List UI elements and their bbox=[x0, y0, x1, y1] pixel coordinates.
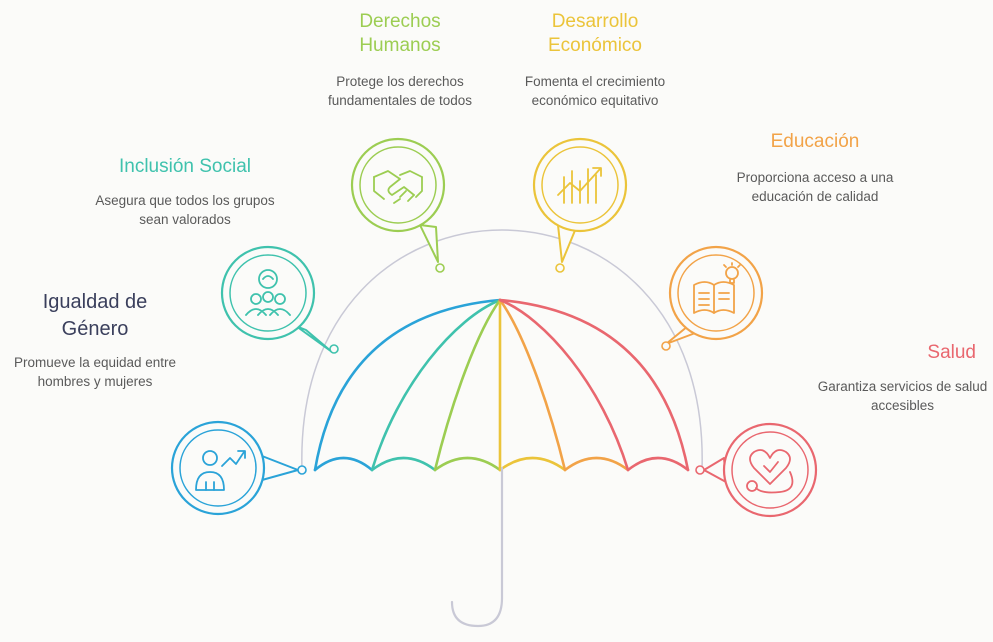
label-derechos: Derechos Humanos Protege los derechos fu… bbox=[300, 10, 500, 110]
node-circle bbox=[220, 245, 316, 341]
node-inner-circle bbox=[731, 431, 809, 509]
title-desarrollo: Desarrollo Económico bbox=[548, 11, 642, 56]
connector-dot bbox=[555, 263, 565, 273]
connector-arc bbox=[301, 229, 703, 471]
node-tail bbox=[295, 325, 333, 353]
desc-educacion: Proporciona acceso a una educación de ca… bbox=[736, 170, 894, 204]
umbrella bbox=[313, 298, 690, 628]
node-igualdad bbox=[170, 420, 307, 516]
label-educacion: Educación Proporciona acceso a una educa… bbox=[715, 130, 915, 206]
node-salud bbox=[695, 422, 818, 518]
community-group-icon bbox=[245, 269, 291, 316]
title-derechos: Derechos Humanos bbox=[359, 11, 441, 56]
handshake-icon bbox=[373, 170, 423, 204]
umbrella-panel bbox=[313, 298, 502, 472]
umbrella-panel bbox=[498, 298, 630, 472]
label-desarrollo: Desarrollo Económico Fomenta el crecimie… bbox=[495, 10, 695, 110]
connector-dot bbox=[661, 341, 671, 351]
node-inner-circle bbox=[359, 146, 437, 224]
node-tail bbox=[261, 455, 299, 481]
title-igualdad: Igualdad de Género bbox=[42, 291, 148, 340]
desc-inclusion: Asegura que todos los grupos sean valora… bbox=[95, 193, 275, 227]
node-inner-circle bbox=[541, 146, 619, 224]
label-igualdad: Igualdad de Género Promueve la equidad e… bbox=[0, 289, 190, 391]
label-inclusion: Inclusión Social Asegura que todos los g… bbox=[80, 155, 290, 229]
node-circle bbox=[668, 245, 764, 341]
title-educacion: Educación bbox=[770, 131, 860, 152]
node-inclusion bbox=[220, 245, 339, 354]
node-tail bbox=[419, 224, 439, 263]
node-educacion bbox=[661, 245, 764, 351]
node-circle bbox=[170, 420, 266, 516]
umbrella-panel bbox=[498, 298, 567, 472]
node-circle bbox=[350, 137, 446, 233]
umbrella-handle bbox=[450, 466, 504, 628]
connector-dot bbox=[695, 465, 705, 475]
desc-desarrollo: Fomenta el crecimiento económico equitat… bbox=[524, 74, 666, 108]
connector-dot bbox=[297, 465, 307, 475]
node-tail bbox=[703, 457, 727, 483]
desc-derechos: Protege los derechos fundamentales de to… bbox=[327, 74, 473, 108]
book-lightbulb-icon bbox=[693, 262, 741, 314]
label-salud: Salud Garantiza servicios de salud acces… bbox=[815, 341, 990, 415]
title-salud: Salud bbox=[927, 342, 976, 363]
person-growth-icon bbox=[195, 450, 246, 491]
node-inner-circle bbox=[229, 254, 307, 332]
title-inclusion: Inclusión Social bbox=[118, 156, 252, 177]
umbrella-panel bbox=[433, 298, 502, 472]
connector-dot bbox=[435, 263, 445, 273]
node-inner-circle bbox=[179, 429, 257, 507]
umbrella-panel bbox=[370, 298, 502, 472]
desc-salud: Garantiza servicios de salud accesibles bbox=[817, 379, 988, 413]
node-derechos bbox=[350, 137, 446, 273]
node-inner-circle bbox=[677, 254, 755, 332]
node-desarrollo bbox=[532, 137, 628, 273]
umbrella-panel bbox=[498, 298, 690, 472]
growth-chart-icon bbox=[557, 167, 602, 204]
node-circle bbox=[722, 422, 818, 518]
desc-igualdad: Promueve la equidad entre hombres y muje… bbox=[13, 355, 177, 389]
connector-dot bbox=[329, 344, 339, 354]
heart-stethoscope-icon bbox=[746, 449, 794, 494]
